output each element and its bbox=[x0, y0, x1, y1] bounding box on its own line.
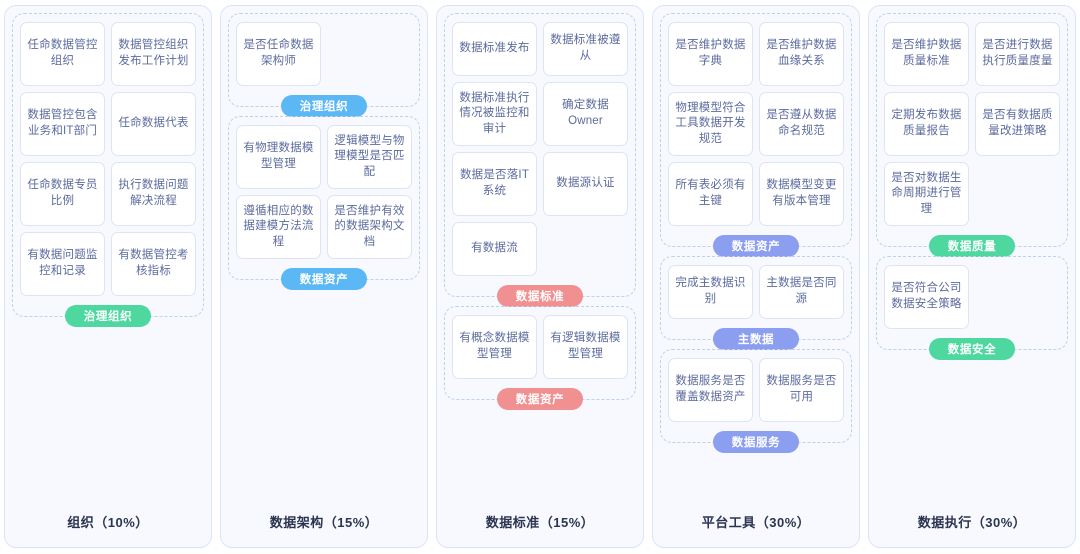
assessment-card[interactable]: 数据服务是否覆盖数据资产 bbox=[668, 358, 753, 422]
assessment-card[interactable]: 数据标准发布 bbox=[452, 22, 537, 76]
column-data-execution: 是否维护数据质量标准是否进行数据执行质量度量定期发布数据质量报告是否有数据质量改… bbox=[868, 5, 1076, 548]
assessment-card[interactable]: 是否符合公司数据安全策略 bbox=[884, 265, 969, 329]
card-list: 是否维护数据质量标准是否进行数据执行质量度量定期发布数据质量报告是否有数据质量改… bbox=[884, 22, 1060, 226]
column-footer-label: 数据标准（15%） bbox=[485, 515, 595, 530]
assessment-card[interactable]: 完成主数据识别 bbox=[668, 265, 753, 319]
group-pill-badge: 数据安全 bbox=[929, 338, 1015, 360]
assessment-card[interactable]: 任命数据管控组织 bbox=[20, 22, 105, 86]
column-organization: 任命数据管控组织数据管控组织发布工作计划数据管控包含业务和IT部门任命数据代表任… bbox=[4, 5, 212, 548]
group-pill-badge: 数据资产 bbox=[497, 388, 583, 410]
column-footer-label: 组织（10%） bbox=[67, 515, 149, 530]
assessment-card[interactable]: 是否对数据生命周期进行管理 bbox=[884, 162, 969, 226]
group-数据服务: 数据服务是否覆盖数据资产数据服务是否可用数据服务 bbox=[660, 349, 852, 453]
card-list: 是否符合公司数据安全策略 bbox=[884, 265, 1060, 329]
column-groups: 是否维护数据质量标准是否进行数据执行质量度量定期发布数据质量报告是否有数据质量改… bbox=[876, 13, 1068, 360]
card-list: 有物理数据模型管理逻辑模型与物理模型是否匹配遵循相应的数据建模方法流程是否维护有… bbox=[236, 125, 412, 259]
assessment-card[interactable]: 是否维护有效的数据架构文档 bbox=[327, 195, 412, 259]
group-数据资产: 有概念数据模型管理有逻辑数据模型管理数据资产 bbox=[444, 306, 636, 410]
column-groups: 是否任命数据架构师治理组织有物理数据模型管理逻辑模型与物理模型是否匹配遵循相应的… bbox=[228, 13, 420, 290]
assessment-card[interactable]: 任命数据代表 bbox=[111, 92, 196, 156]
assessment-card[interactable]: 定期发布数据质量报告 bbox=[884, 92, 969, 156]
group-pill-badge: 数据资产 bbox=[713, 235, 799, 257]
column-footer-label: 数据架构（15%） bbox=[269, 515, 379, 530]
card-list: 完成主数据识别主数据是否同源 bbox=[668, 265, 844, 319]
assessment-card[interactable]: 数据管控包含业务和IT部门 bbox=[20, 92, 105, 156]
assessment-card[interactable]: 数据模型变更有版本管理 bbox=[759, 162, 844, 226]
assessment-card[interactable]: 确定数据Owner bbox=[543, 82, 628, 146]
group-pill-badge: 数据质量 bbox=[929, 235, 1015, 257]
assessment-card[interactable]: 是否维护数据字典 bbox=[668, 22, 753, 86]
assessment-card[interactable]: 主数据是否同源 bbox=[759, 265, 844, 319]
assessment-card[interactable]: 是否有数据质量改进策略 bbox=[975, 92, 1060, 156]
assessment-card[interactable]: 有数据管控考核指标 bbox=[111, 232, 196, 296]
column-footer-label: 数据执行（30%） bbox=[917, 515, 1027, 530]
assessment-card[interactable]: 遵循相应的数据建模方法流程 bbox=[236, 195, 321, 259]
assessment-card[interactable]: 有数据问题监控和记录 bbox=[20, 232, 105, 296]
assessment-card[interactable]: 是否进行数据执行质量度量 bbox=[975, 22, 1060, 86]
assessment-card[interactable]: 数据服务是否可用 bbox=[759, 358, 844, 422]
assessment-card[interactable]: 是否任命数据架构师 bbox=[236, 22, 321, 86]
assessment-card[interactable]: 任命数据专员比例 bbox=[20, 162, 105, 226]
assessment-card[interactable]: 是否维护数据血缘关系 bbox=[759, 22, 844, 86]
group-pill-badge: 治理组织 bbox=[65, 305, 151, 327]
column-platform-tools: 是否维护数据字典是否维护数据血缘关系物理模型符合工具数据开发规范是否遵从数据命名… bbox=[652, 5, 860, 548]
group-pill-badge: 数据标准 bbox=[497, 285, 583, 307]
group-pill-badge: 数据服务 bbox=[713, 431, 799, 453]
group-主数据: 完成主数据识别主数据是否同源主数据 bbox=[660, 256, 852, 350]
assessment-card[interactable]: 数据标准被遵从 bbox=[543, 22, 628, 76]
group-pill-badge: 主数据 bbox=[713, 328, 799, 350]
assessment-card[interactable]: 数据管控组织发布工作计划 bbox=[111, 22, 196, 86]
card-list: 是否任命数据架构师 bbox=[236, 22, 412, 86]
group-pill-badge: 治理组织 bbox=[281, 95, 367, 117]
group-治理组织: 任命数据管控组织数据管控组织发布工作计划数据管控包含业务和IT部门任命数据代表任… bbox=[12, 13, 204, 327]
assessment-card[interactable]: 有概念数据模型管理 bbox=[452, 315, 537, 379]
card-list: 任命数据管控组织数据管控组织发布工作计划数据管控包含业务和IT部门任命数据代表任… bbox=[20, 22, 196, 296]
group-数据质量: 是否维护数据质量标准是否进行数据执行质量度量定期发布数据质量报告是否有数据质量改… bbox=[876, 13, 1068, 257]
column-groups: 是否维护数据字典是否维护数据血缘关系物理模型符合工具数据开发规范是否遵从数据命名… bbox=[660, 13, 852, 453]
assessment-card[interactable]: 物理模型符合工具数据开发规范 bbox=[668, 92, 753, 156]
group-数据安全: 是否符合公司数据安全策略数据安全 bbox=[876, 256, 1068, 360]
assessment-card[interactable]: 有逻辑数据模型管理 bbox=[543, 315, 628, 379]
group-数据资产: 有物理数据模型管理逻辑模型与物理模型是否匹配遵循相应的数据建模方法流程是否维护有… bbox=[228, 116, 420, 290]
assessment-card[interactable]: 有数据流 bbox=[452, 222, 537, 276]
assessment-card[interactable]: 是否遵从数据命名规范 bbox=[759, 92, 844, 156]
assessment-card[interactable]: 执行数据问题解决流程 bbox=[111, 162, 196, 226]
assessment-card[interactable]: 所有表必须有主键 bbox=[668, 162, 753, 226]
card-list: 有概念数据模型管理有逻辑数据模型管理 bbox=[452, 315, 628, 379]
assessment-card[interactable]: 逻辑模型与物理模型是否匹配 bbox=[327, 125, 412, 189]
assessment-card[interactable]: 数据是否落IT系统 bbox=[452, 152, 537, 216]
assessment-card[interactable]: 是否维护数据质量标准 bbox=[884, 22, 969, 86]
assessment-card[interactable]: 数据源认证 bbox=[543, 152, 628, 216]
group-pill-badge: 数据资产 bbox=[281, 268, 367, 290]
card-list: 是否维护数据字典是否维护数据血缘关系物理模型符合工具数据开发规范是否遵从数据命名… bbox=[668, 22, 844, 226]
card-list: 数据服务是否覆盖数据资产数据服务是否可用 bbox=[668, 358, 844, 422]
assessment-card[interactable]: 数据标准执行情况被监控和审计 bbox=[452, 82, 537, 146]
assessment-card[interactable]: 有物理数据模型管理 bbox=[236, 125, 321, 189]
column-groups: 任命数据管控组织数据管控组织发布工作计划数据管控包含业务和IT部门任命数据代表任… bbox=[12, 13, 204, 327]
column-footer-label: 平台工具（30%） bbox=[701, 515, 811, 530]
column-data-architecture: 是否任命数据架构师治理组织有物理数据模型管理逻辑模型与物理模型是否匹配遵循相应的… bbox=[220, 5, 428, 548]
group-治理组织: 是否任命数据架构师治理组织 bbox=[228, 13, 420, 117]
group-数据资产: 是否维护数据字典是否维护数据血缘关系物理模型符合工具数据开发规范是否遵从数据命名… bbox=[660, 13, 852, 257]
